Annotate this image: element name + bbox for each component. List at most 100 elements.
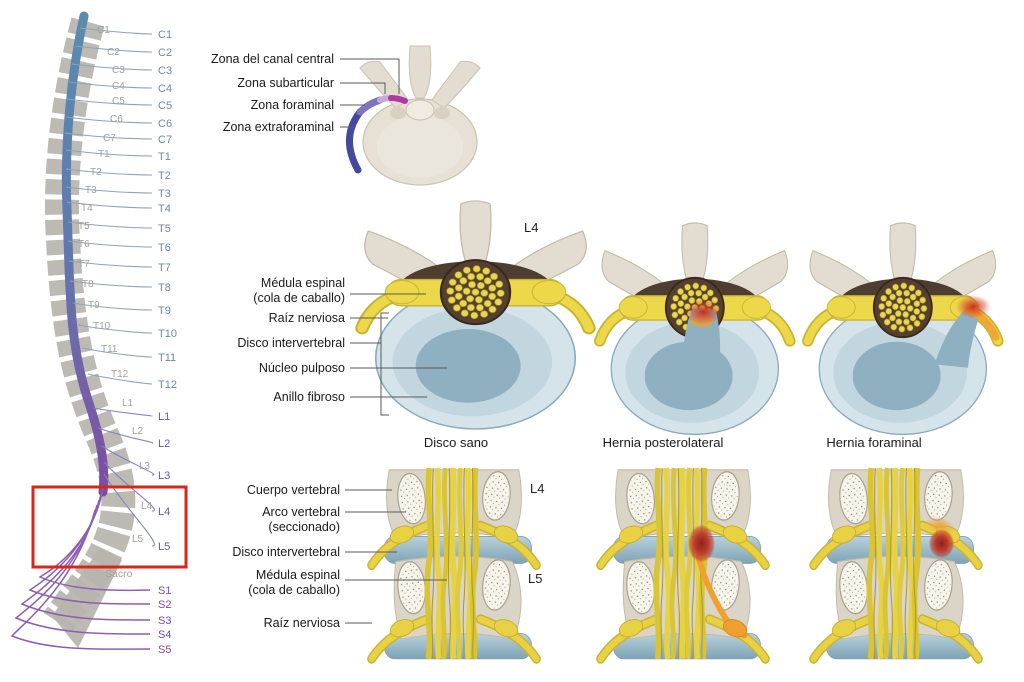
spine-level-label-L4: L4 [158, 506, 170, 518]
label-nucleo: Núcleo pulposo [259, 361, 345, 375]
spine-inline-label-T11: T11 [101, 344, 118, 355]
coronal-labels: Cuerpo vertebral Arco vertebral (seccion… [232, 483, 447, 630]
spine-inline-label-C7: C7 [103, 133, 116, 144]
zone-central-canal-arc [388, 95, 408, 104]
nerve-line-T12 [87, 373, 153, 385]
label-raiz: Raíz nerviosa [269, 311, 345, 325]
axial-row: L4 Médula espinal (cola de caballo) Raíz… [237, 201, 998, 450]
label-medula-1: Médula espinal [261, 276, 345, 290]
nerve-line-C4 [68, 81, 153, 89]
spine-level-label-C5: C5 [158, 100, 172, 112]
nerve-line-L2 [97, 427, 154, 444]
spine-level-label-T6: T6 [158, 242, 171, 254]
spine-level-label-T11: T11 [158, 352, 176, 364]
spine-level-label-S3: S3 [158, 615, 171, 627]
coronal-level-top: L4 [530, 481, 544, 496]
nerve-line-T8 [69, 280, 153, 288]
spine-inline-label-T2: T2 [90, 167, 102, 178]
zone-extraforaminal-arc [346, 108, 364, 174]
spine-level-label-L1: L1 [158, 411, 170, 423]
spine-inline-label-C6: C6 [110, 114, 123, 125]
nerve-line-T1 [65, 149, 153, 157]
inflamed-ganglion [722, 619, 748, 638]
label-medula-coronal-2: (cola de caballo) [248, 583, 340, 597]
hernia-red-bulge [928, 529, 955, 558]
spine-inline-label-L1: L1 [122, 398, 134, 409]
caption-posterolateral: Hernia posterolateral [603, 435, 724, 450]
nerve-line-T2 [65, 168, 153, 176]
hernia-red-spot [955, 294, 991, 319]
spine-level-label-T7: T7 [158, 262, 171, 274]
zone-label-subarticular: Zona subarticular [237, 76, 334, 90]
nerve-line-L5 [103, 473, 155, 547]
nerve-line-C7 [64, 132, 153, 140]
l4-l5-highlight-box [31, 485, 188, 569]
zones-left-pedicle [390, 107, 406, 119]
zones-right-process [431, 60, 481, 109]
nerve-line-C2 [75, 45, 153, 53]
zones-right-pedicle [434, 107, 450, 119]
nerve-line-L1 [92, 407, 153, 417]
coronal-level-bottom: L5 [528, 571, 542, 586]
spine-level-label-C4: C4 [158, 83, 172, 95]
spine-level-label-S1: S1 [158, 585, 171, 597]
nerve-line-C1 [79, 27, 153, 35]
spine-inline-label-T5: T5 [78, 221, 90, 232]
spine-inline-label-L5: L5 [132, 534, 144, 545]
nerve-line-S4 [14, 504, 151, 635]
disco-bracket [380, 312, 389, 416]
spine-level-label-T9: T9 [158, 305, 171, 317]
nerve-line-T5 [67, 221, 153, 229]
coronal-posterolateral-hernia [601, 468, 766, 659]
spine-inline-label-L3: L3 [139, 461, 151, 472]
nerve-line-S3 [20, 499, 151, 621]
leader-subarticular [340, 82, 386, 94]
spine-level-label-T4: T4 [158, 203, 171, 215]
spine-level-label-L5: L5 [158, 541, 170, 553]
sacrum-label: Sacro [105, 568, 133, 580]
nerve-line-C5 [66, 98, 153, 106]
spine-level-label-C1: C1 [158, 29, 172, 41]
zone-label-foraminal: Zona foraminal [251, 98, 334, 112]
spine-inline-label-C3: C3 [112, 65, 125, 76]
spine-inline-label-C5: C5 [112, 96, 125, 107]
zones-body-shade [377, 116, 463, 178]
nerve-line-T4 [66, 201, 153, 209]
hernia-stalk [934, 310, 979, 368]
axial-level-label: L4 [524, 220, 538, 235]
spine-level-label-C7: C7 [158, 134, 172, 146]
nerve-line-L4 [103, 461, 155, 512]
spine-inline-label-C2: C2 [107, 47, 120, 58]
spine-level-label-T1: T1 [158, 151, 171, 163]
nerve-line-T6 [67, 240, 153, 248]
spine-level-label-T5: T5 [158, 223, 171, 235]
nerve-line-C3 [71, 63, 153, 71]
leader-central-canal [340, 58, 400, 94]
nerve-line-T10 [77, 324, 153, 334]
label-disco-coronal: Disco intervertebral [232, 545, 340, 559]
spine-level-label-T3: T3 [158, 188, 171, 200]
coronal-foraminal-hernia [814, 468, 979, 659]
nerve-line-L3 [101, 445, 155, 476]
caption-healthy-disc: Disco sano [424, 435, 488, 450]
spine-level-label-C6: C6 [158, 118, 172, 130]
spine-level-label-L3: L3 [158, 470, 170, 482]
zones-spinous-process [408, 45, 432, 99]
zone-label-extraforaminal: Zona extraforaminal [223, 120, 334, 134]
label-cuerpo: Cuerpo vertebral [247, 483, 340, 497]
spine-level-label-C3: C3 [158, 65, 172, 77]
nerve-line-T9 [72, 302, 153, 311]
coronal-healthy [372, 468, 537, 659]
label-raiz-coronal: Raíz nerviosa [264, 616, 340, 630]
spine-inline-label-C4: C4 [112, 81, 125, 92]
label-medula-coronal-1: Médula espinal [256, 568, 340, 582]
label-arco-1: Arco vertebral [262, 505, 340, 519]
nerve-line-C6 [65, 116, 153, 124]
nerve-line-T7 [68, 260, 153, 268]
spine-level-label-S5: S5 [158, 644, 171, 656]
zones-diagram: Zona del canal central Zona subarticular… [211, 45, 481, 186]
